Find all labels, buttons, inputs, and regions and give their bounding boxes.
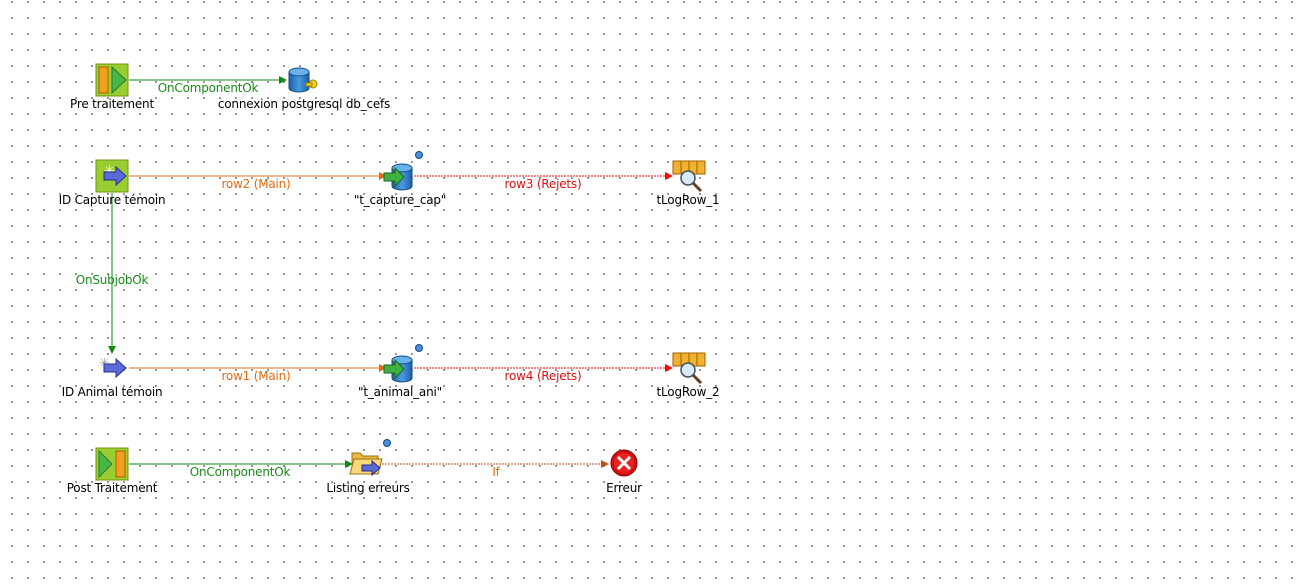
component-label-t-capture-cap: "t_capture_cap" xyxy=(353,193,447,207)
link-label-row2[interactable]: row2 (Main) xyxy=(221,177,291,191)
link-label-row4[interactable]: row4 (Rejets) xyxy=(504,369,582,383)
database-connection-icon[interactable] xyxy=(288,67,318,93)
component-label-id-capture: ID Capture témoin xyxy=(58,193,166,207)
component-label-tlogrow-2: tLogRow_2 xyxy=(656,385,720,399)
animal-input-icon[interactable]: ✳ xyxy=(99,356,127,379)
postjob-icon[interactable] xyxy=(95,447,129,481)
link-label-row3[interactable]: row3 (Rejets) xyxy=(504,177,582,191)
component-label-pre-traitement: Pre traitement xyxy=(70,97,154,111)
logrow-1-icon[interactable] xyxy=(672,160,706,193)
component-label-id-animal: ID Animal témoin xyxy=(61,385,163,399)
component-label-connexion: connexion postgresql db_cefs xyxy=(217,97,391,111)
error-die-icon[interactable] xyxy=(610,449,638,477)
component-label-t-animal-ani: "t_animal_ani" xyxy=(358,385,442,399)
link-label-if[interactable]: If xyxy=(492,465,500,479)
component-label-tlogrow-1: tLogRow_1 xyxy=(656,193,720,207)
animal-output-icon[interactable] xyxy=(383,344,423,383)
logrow-2-icon[interactable] xyxy=(672,352,706,385)
capture-output-icon[interactable] xyxy=(383,151,423,191)
component-label-listing-erreurs: Listing erreurs xyxy=(326,481,410,495)
capture-input-icon[interactable]: ✳ xyxy=(95,159,129,193)
component-label-erreur: Erreur xyxy=(606,481,642,495)
prejob-icon[interactable] xyxy=(95,63,129,97)
folder-list-icon[interactable] xyxy=(349,439,391,477)
component-label-post-traitement: Post Traitement xyxy=(66,481,158,495)
link-label-oncomponentok-2[interactable]: OnComponentOk xyxy=(189,465,291,479)
link-label-oncomponentok-1[interactable]: OnComponentOk xyxy=(157,81,259,95)
link-label-onsubjobok[interactable]: OnSubjobOk xyxy=(75,273,149,287)
link-label-row1[interactable]: row1 (Main) xyxy=(221,369,291,383)
